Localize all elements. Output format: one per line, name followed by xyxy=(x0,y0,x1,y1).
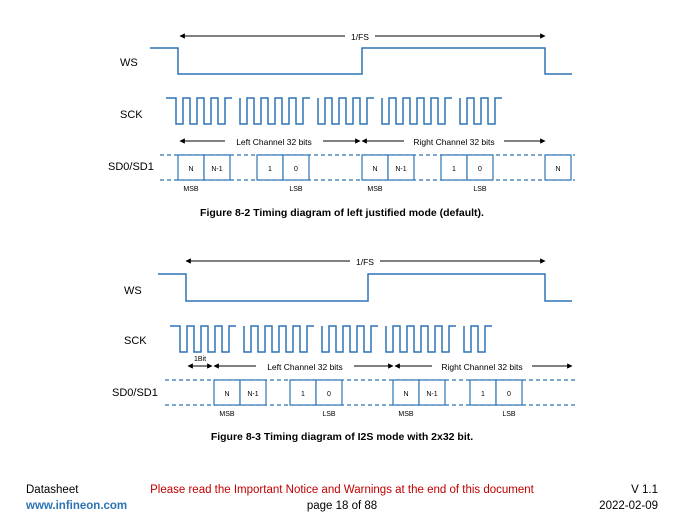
sd-cells: N N-1 1 0 N N-1 1 0 N xyxy=(177,154,572,181)
footer-url-link[interactable]: www.infineon.com xyxy=(26,500,128,512)
right-channel-label: Right Channel 32 bits xyxy=(413,137,494,147)
cell-0: 0 xyxy=(294,166,298,173)
cell-n: N xyxy=(403,391,408,398)
sck-waveform xyxy=(166,98,510,124)
cell-1: 1 xyxy=(301,391,305,398)
sd-label: SD0/SD1 xyxy=(108,161,154,173)
msb-label: MSB xyxy=(183,186,199,193)
sd-cells: N N-1 1 0 N N-1 1 0 xyxy=(213,379,523,406)
footer-notice: Please read the Important Notice and War… xyxy=(150,484,534,496)
right-channel-label: Right Channel 32 bits xyxy=(441,362,522,372)
cell-1: 1 xyxy=(452,166,456,173)
sck-label: SCK xyxy=(124,335,147,347)
cell-n: N xyxy=(372,166,377,173)
ws-label: WS xyxy=(120,57,138,69)
cell-n-1: N-1 xyxy=(247,391,258,398)
ws-waveform xyxy=(158,273,572,302)
period-label: 1/FS xyxy=(356,257,374,267)
cell-0: 0 xyxy=(478,166,482,173)
msb-label: MSB xyxy=(367,186,383,193)
lsb-label: LSB xyxy=(322,411,336,418)
footer-version: V 1.1 xyxy=(631,484,658,496)
cell-1: 1 xyxy=(268,166,272,173)
cell-0: 0 xyxy=(507,391,511,398)
cell-0: 0 xyxy=(327,391,331,398)
delay-label: 1Bit xyxy=(194,356,206,363)
msb-label: MSB xyxy=(398,411,414,418)
lsb-label: LSB xyxy=(502,411,516,418)
figure-caption: Figure 8-2 Timing diagram of left justif… xyxy=(200,207,484,219)
cell-n: N xyxy=(224,391,229,398)
left-channel-label: Left Channel 32 bits xyxy=(236,137,312,147)
left-channel-label: Left Channel 32 bits xyxy=(267,362,343,372)
footer-date: 2022-02-09 xyxy=(599,500,658,512)
figure-caption: Figure 8-3 Timing diagram of I2S mode wi… xyxy=(210,431,474,443)
ws-label: WS xyxy=(124,285,142,297)
timing-diagram-i2s: 1/FS WS SCK 1Bit Left Channel 32 bits Ri… xyxy=(112,255,575,418)
cell-n-1: N-1 xyxy=(395,166,406,173)
footer-doc-type: Datasheet xyxy=(26,484,79,496)
msb-label: MSB xyxy=(219,411,235,418)
footer-page-number: page 18 of 88 xyxy=(306,500,378,512)
sck-waveform xyxy=(170,325,492,353)
sd-label: SD0/SD1 xyxy=(112,387,158,399)
ws-waveform xyxy=(150,47,572,75)
cell-n: N xyxy=(188,166,193,173)
cell-n-1: N-1 xyxy=(211,166,222,173)
cell-n-1: N-1 xyxy=(426,391,437,398)
period-label: 1/FS xyxy=(351,32,369,42)
sck-label: SCK xyxy=(120,109,143,121)
lsb-label: LSB xyxy=(473,186,487,193)
cell-1: 1 xyxy=(481,391,485,398)
cell-n: N xyxy=(555,166,560,173)
lsb-label: LSB xyxy=(289,186,303,193)
timing-diagram-left-justified: 1/FS WS SCK Left Channel 32 bits Right C… xyxy=(108,30,575,193)
